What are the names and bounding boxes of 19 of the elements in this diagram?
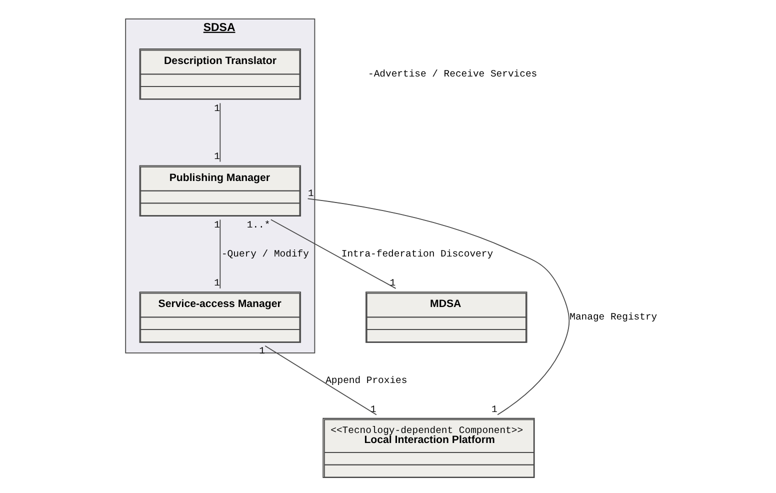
edge-label: -Query / Modify — [220, 248, 308, 260]
connector — [219, 102, 220, 162]
label: 1..* — [246, 219, 270, 230]
connector — [306, 198, 570, 416]
edge-label: Append Proxies — [325, 374, 407, 386]
edge-label: Manage Registry — [569, 312, 657, 323]
label: 1 — [214, 219, 220, 230]
label: 1 — [214, 278, 220, 289]
label: 1 — [214, 150, 220, 162]
connector — [264, 345, 376, 416]
label: 1 — [307, 188, 314, 199]
edge-label: Intra-federation Discovery — [340, 248, 493, 260]
label: 1 — [491, 404, 497, 415]
label: -Advertise / Receive Services — [367, 68, 537, 80]
label: 1 — [389, 278, 396, 289]
connector — [219, 219, 220, 289]
connector — [270, 219, 396, 289]
label: 1 — [214, 102, 220, 114]
label: 1 — [370, 404, 376, 415]
